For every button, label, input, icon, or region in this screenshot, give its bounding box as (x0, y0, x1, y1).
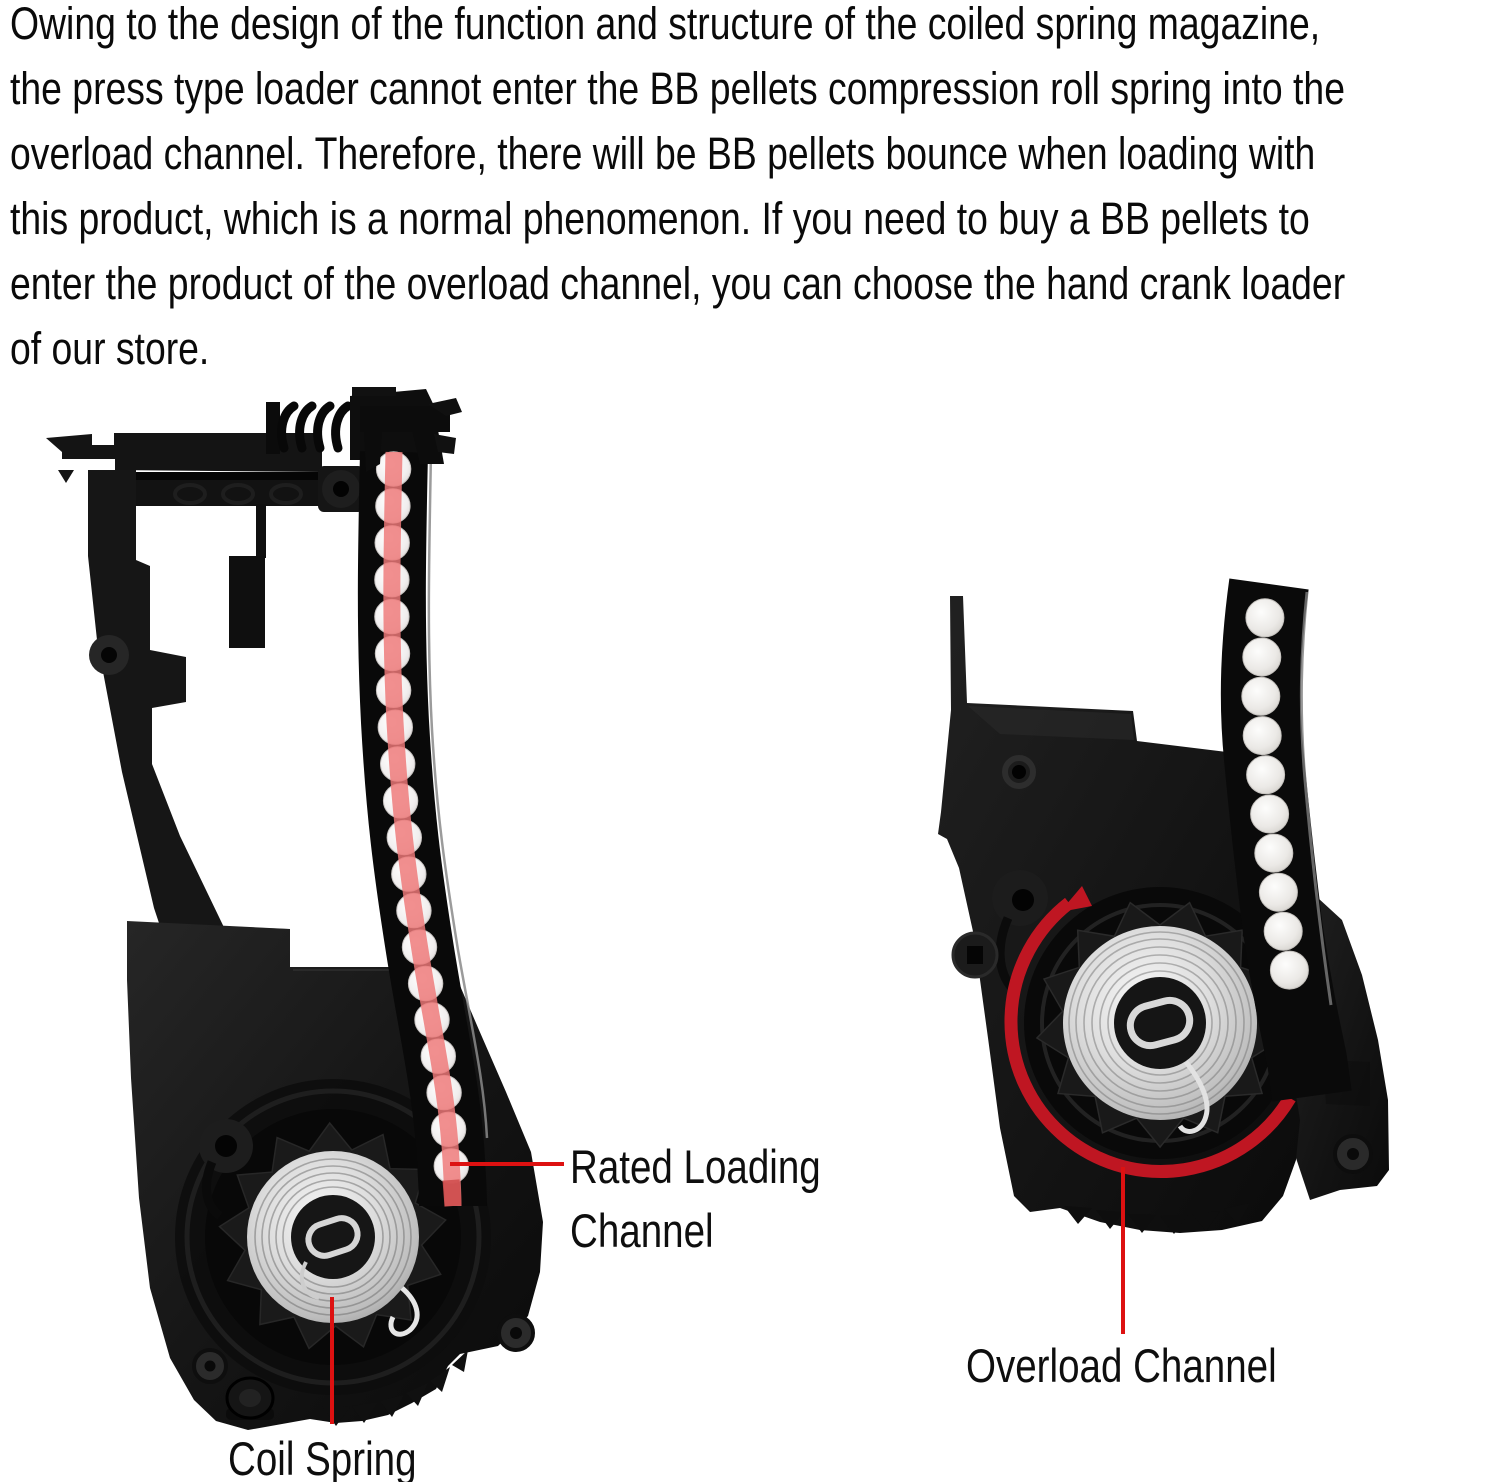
screw (1333, 1134, 1373, 1174)
label-coil-spring: Coil Spring (228, 1432, 417, 1482)
intro-line: overload channel. Therefore, there will … (10, 128, 1316, 179)
intro-line: Owing to the design of the function and … (10, 0, 1321, 49)
screw (497, 1314, 535, 1352)
intro-line: of our store. (10, 323, 210, 374)
leader-line-coil-spring (330, 1297, 334, 1424)
right-magazine-photo (938, 578, 1389, 1234)
bb-channel-closeup (1220, 578, 1352, 1102)
gear-teeth (1064, 1203, 1250, 1234)
intro-line: this product, which is a normal phenomen… (10, 193, 1310, 244)
leader-line-rated-loading-channel (450, 1162, 564, 1166)
label-rated-loading-channel: Rated Loading Channel (570, 1140, 821, 1257)
rated-loading-channel (357, 451, 489, 1207)
intro-paragraph: Owing to the design of the function and … (10, 0, 1500, 381)
intro-line: enter the product of the overload channe… (10, 258, 1346, 309)
follower-spring (277, 401, 353, 453)
overload-channel-arc (1004, 886, 1296, 1178)
coil-spring-closeup (1024, 887, 1296, 1159)
rated-channel-stripe (383, 451, 462, 1207)
screw (192, 1348, 228, 1384)
gear-teeth (322, 1350, 468, 1426)
intro-line: the press type loader cannot enter the B… (10, 63, 1345, 114)
left-magazine-photo (46, 387, 543, 1430)
channel-feed-funnel (360, 398, 462, 472)
leader-line-overload-channel (1121, 1167, 1125, 1334)
top-feed-arm (46, 387, 438, 931)
bb-pellets (1241, 598, 1309, 990)
label-overload-channel: Overload Channel (966, 1339, 1277, 1392)
bottom-knob (225, 1376, 275, 1420)
